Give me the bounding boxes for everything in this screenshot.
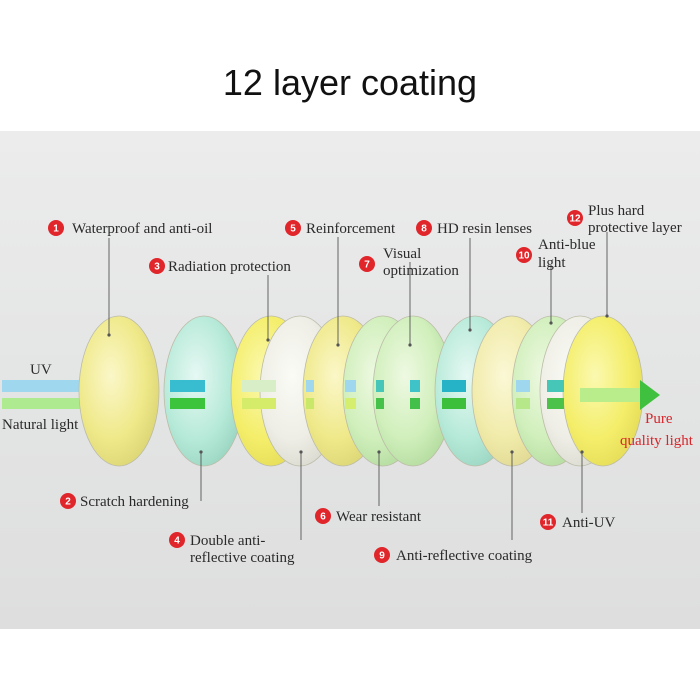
- layer-label-10: Anti-blue: [538, 237, 596, 253]
- badge-number-2: 2: [65, 497, 71, 508]
- badge-number-12: 12: [569, 214, 581, 225]
- uv-beam-segment: [345, 380, 356, 392]
- callout-layer-5: 5 Reinforcement: [285, 220, 396, 237]
- pure-light-label-line1: Pure: [645, 411, 673, 427]
- layer-label-4-line2: reflective coating: [190, 550, 295, 566]
- layer-label-11: Anti-UV: [562, 515, 615, 531]
- callout-layer-3: 3 Radiation protection: [149, 258, 291, 275]
- badge-7: [359, 256, 375, 272]
- natural-light-beam: [2, 398, 120, 409]
- natural-beam-segment: [547, 398, 564, 409]
- badge-5: [285, 220, 301, 236]
- leader-dot-7: [408, 343, 412, 347]
- natural-beam-segment: [442, 398, 466, 409]
- beam-segments: [170, 380, 660, 410]
- pure-light-label-line2: quality light: [620, 433, 694, 449]
- uv-beam-segment: [170, 380, 205, 392]
- badge-11: [540, 514, 556, 530]
- callout-layer-4: 4 Double anti-reflective coating: [169, 532, 295, 566]
- callout-layer-9: 9 Anti-reflective coating: [374, 547, 533, 564]
- layer-callouts: 1 Waterproof and anti-oil 2 Scratch hardeni…: [48, 203, 682, 566]
- layer-label-2: Scratch hardening: [80, 494, 189, 510]
- badge-number-5: 5: [290, 224, 296, 235]
- badge-number-1: 1: [53, 224, 59, 235]
- leader-dot-6: [377, 450, 381, 454]
- callout-layer-1: 1 Waterproof and anti-oil: [48, 220, 212, 237]
- badge-number-9: 9: [379, 551, 385, 562]
- layer-label-12-line2: protective layer: [588, 220, 682, 236]
- badge-2: [60, 493, 76, 509]
- uv-beam-segment: [306, 380, 314, 392]
- natural-beam-segment: [376, 398, 384, 409]
- natural-light-label: Natural light: [2, 417, 79, 433]
- badge-3: [149, 258, 165, 274]
- layer-label-7: Visual: [383, 246, 421, 262]
- natural-beam-segment: [170, 398, 205, 409]
- natural-beam-segment: [516, 398, 530, 409]
- leader-dot-2: [199, 450, 203, 454]
- uv-label: UV: [30, 362, 52, 378]
- badge-9: [374, 547, 390, 563]
- leader-dot-11: [580, 450, 584, 454]
- leader-dot-10: [549, 321, 553, 325]
- callout-layer-2: 2 Scratch hardening: [60, 493, 189, 510]
- natural-beam-segment: [242, 398, 276, 409]
- natural-beam-segment: [345, 398, 356, 409]
- uv-beam-segment: [242, 380, 276, 392]
- badge-6: [315, 508, 331, 524]
- layer-label-9: Anti-reflective coating: [396, 548, 533, 564]
- leader-dot-5: [336, 343, 340, 347]
- layer-label-6: Wear resistant: [336, 509, 422, 525]
- pure-light-arrow-icon: [640, 380, 660, 410]
- badge-10: [516, 247, 532, 263]
- badge-4: [169, 532, 185, 548]
- layer-label-10-line2: light: [538, 255, 566, 271]
- layer-label-3: Radiation protection: [168, 259, 291, 275]
- layer-label-8: HD resin lenses: [437, 221, 532, 237]
- layer-label-1: Waterproof and anti-oil: [72, 221, 212, 237]
- uv-beam-segment: [442, 380, 466, 392]
- lens-stack: [78, 315, 644, 467]
- badge-8: [416, 220, 432, 236]
- leader-dot-4: [299, 450, 303, 454]
- leader-dot-8: [468, 328, 472, 332]
- lens-layer-1: [78, 315, 160, 467]
- layer-label-5: Reinforcement: [306, 221, 396, 237]
- callout-layer-6: 6 Wear resistant: [315, 508, 422, 525]
- callout-layer-10: 10 Anti-blue light: [516, 237, 596, 271]
- badge-number-4: 4: [174, 536, 180, 547]
- layer-label-12: Plus hard: [588, 203, 645, 219]
- badge-12: [567, 210, 583, 226]
- leader-lines: [107, 232, 609, 540]
- leader-dot-3: [266, 338, 270, 342]
- pure-light-beam: [580, 388, 642, 402]
- natural-beam-segment: [410, 398, 420, 409]
- callout-layer-11: 11 Anti-UV: [540, 514, 615, 531]
- layer-label-7-line2: optimization: [383, 263, 459, 279]
- badge-1: [48, 220, 64, 236]
- badge-number-7: 7: [364, 260, 370, 271]
- natural-beam-segment: [306, 398, 314, 409]
- uv-beam-segment: [516, 380, 530, 392]
- uv-beam-segment: [376, 380, 384, 392]
- leader-dot-12: [605, 314, 609, 318]
- badge-number-6: 6: [320, 512, 326, 523]
- badge-number-3: 3: [154, 262, 160, 273]
- diagram-title: 12 layer coating: [222, 62, 478, 103]
- badge-number-8: 8: [421, 224, 427, 235]
- layer-label-4: Double anti-: [190, 533, 265, 549]
- badge-number-10: 10: [518, 251, 530, 262]
- uv-beam-segment: [547, 380, 564, 392]
- leader-dot-1: [107, 333, 111, 337]
- uv-beam-segment: [410, 380, 420, 392]
- badge-number-11: 11: [543, 518, 554, 529]
- callout-layer-8: 8 HD resin lenses: [416, 220, 532, 237]
- leader-dot-9: [510, 450, 514, 454]
